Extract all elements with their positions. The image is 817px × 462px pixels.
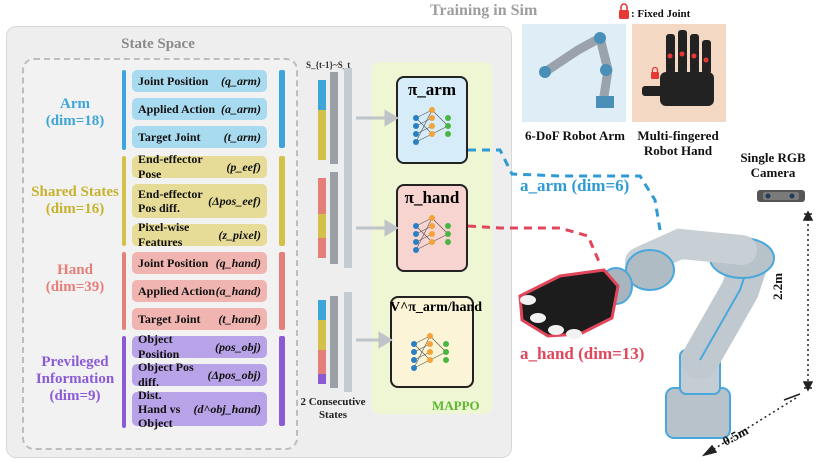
- group-label-arm: Arm (dim=18): [45, 96, 105, 129]
- large-robot-hand-icon: [518, 268, 620, 339]
- item-shared-pixel-features: Pixel-wise Features(z_pixel): [132, 220, 267, 249]
- stack-value-seg1: [318, 300, 326, 320]
- stack-hand-back1: [330, 172, 338, 264]
- arm-action-dashed-line: [468, 148, 662, 231]
- item-hand-target-joint: Target Joint(t_hand): [132, 308, 267, 330]
- stack-hand-seg2: [318, 178, 326, 214]
- stack-value-back1: [330, 296, 338, 388]
- group-bar-shared: [122, 156, 126, 246]
- arm-action-label: a_arm (dim=6): [520, 176, 630, 195]
- item-priv-dist-hand-object: Dist.Hand vs Object (d^obj_hand): [132, 388, 267, 430]
- mappo-label: MAPPO: [432, 398, 480, 413]
- hand-action-label: a_hand (dim=13): [520, 344, 645, 363]
- height-label: 2.2m: [770, 272, 785, 300]
- small-robot-arm-icon: [539, 32, 614, 108]
- robot-hand-caption: Multi-fingered Robot Hand: [637, 128, 719, 158]
- rbar-hand: [279, 252, 285, 330]
- stack-value-seg2: [318, 320, 326, 350]
- joint-markers: [667, 51, 709, 63]
- item-priv-object-pos-diff: Object Pos diff.(Δpos_obj): [132, 360, 267, 389]
- item-hand-applied-action: Applied Action(a_hand): [132, 280, 267, 302]
- group-label-privileged: Previleged Information (dim=9): [35, 354, 115, 404]
- consecutive-states-label: 2 Consecutive States: [300, 396, 366, 421]
- nn-hand-icon: [413, 215, 451, 253]
- camera-icon: [757, 190, 805, 202]
- width-dimension: [701, 393, 801, 457]
- stack-arm-seg2: [318, 110, 326, 160]
- group-bar-hand: [122, 252, 126, 330]
- policy-arm-label: π_arm: [407, 80, 457, 99]
- item-arm-joint-position: Joint Position(q_arm): [132, 70, 267, 92]
- fixed-joint-legend: : Fixed Joint: [631, 8, 691, 20]
- item-hand-joint-position: Joint Position(q_hand): [132, 252, 267, 274]
- stack-hand-seg3: [318, 238, 326, 258]
- stack-arm-back1: [330, 72, 338, 164]
- training-in-sim-title: Training in Sim: [430, 2, 538, 19]
- rbar-priv: [279, 336, 285, 426]
- group-label-shared: Shared States (dim=16): [31, 184, 119, 217]
- rbar-shared: [279, 156, 285, 246]
- hand-action-dashed-line: [467, 224, 602, 265]
- item-priv-object-position: Object Position(pos_obj): [132, 332, 267, 361]
- large-robot-arm-icon: [599, 228, 775, 439]
- policy-hand-label: π_hand: [404, 188, 460, 207]
- small-lock-icon: [651, 66, 659, 79]
- item-arm-target-joint: Target Joint(t_arm): [132, 126, 267, 148]
- stack-value-seg3: [318, 350, 326, 374]
- rbar-arm: [279, 70, 285, 148]
- stack-arm-back2: [344, 68, 352, 168]
- group-bar-privileged: [122, 336, 126, 428]
- item-shared-eef-pose: End-effector Pose(p_eef): [132, 152, 267, 181]
- group-bar-arm: [122, 70, 126, 150]
- stack-arm-seg1: [318, 80, 326, 110]
- stack-hand-back2: [344, 168, 352, 268]
- camera-caption: Single RGB Camera: [740, 150, 806, 180]
- nn-value-icon: [411, 333, 449, 371]
- stack-value-seg4: [318, 374, 326, 384]
- stack-label: S_{t-1}~S_t: [306, 60, 351, 70]
- stack-value-back2: [344, 292, 352, 392]
- state-space-title: State Space: [121, 36, 195, 52]
- item-arm-applied-action: Applied Action(a_arm): [132, 98, 267, 120]
- height-dimension: [802, 210, 814, 392]
- value-net-label: V^π_arm/hand: [390, 300, 483, 315]
- lock-icon: [619, 3, 629, 19]
- group-label-hand: Hand (dim=39): [45, 262, 105, 295]
- robot-arm-caption: 6-DoF Robot Arm: [525, 128, 625, 143]
- nn-arm-icon: [413, 107, 451, 145]
